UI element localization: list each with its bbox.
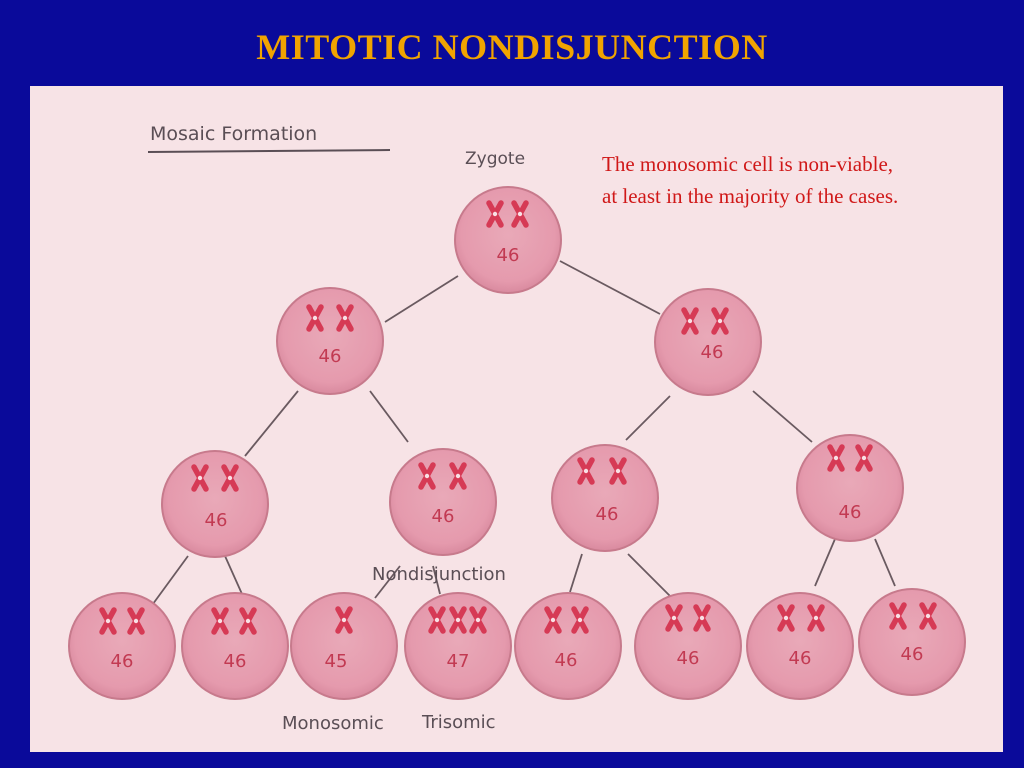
annotation-note: The monosomic cell is non-viable, at lea…: [602, 148, 898, 212]
cell-gen3-5: 46: [514, 592, 622, 700]
diagram-heading: Mosaic Formation: [150, 123, 317, 145]
zygote-cell: 46: [454, 186, 562, 294]
svg-text:46: 46: [205, 510, 228, 531]
svg-text:46: 46: [555, 650, 578, 671]
cell-gen1-right: 46: [654, 288, 762, 396]
note-line-1: The monosomic cell is non-viable,: [602, 152, 894, 176]
svg-text:46: 46: [701, 342, 724, 363]
cell-gen3-8: 46: [858, 588, 966, 696]
svg-text:46: 46: [224, 651, 247, 672]
cell-gen2-1: 46: [161, 450, 269, 558]
nondisjunction-label: Nondisjunction: [372, 564, 506, 585]
svg-text:45: 45: [325, 651, 348, 672]
cell-gen3-1: 46: [68, 592, 176, 700]
svg-text:46: 46: [901, 644, 924, 665]
svg-text:47: 47: [447, 651, 470, 672]
cell-gen3-6: 46: [634, 592, 742, 700]
slide-title: MITOTIC NONDISJUNCTION: [256, 27, 768, 67]
svg-text:46: 46: [319, 346, 342, 367]
monosomic-label: Monosomic: [282, 713, 384, 734]
cell-gen3-7: 46: [746, 592, 854, 700]
trisomic-label: Trisomic: [421, 712, 496, 733]
cell-gen2-3: 46: [551, 444, 659, 552]
heading-underline: [147, 149, 391, 153]
cell-gen3-monosomic: 45: [290, 592, 398, 700]
diagram-panel: Mosaic Formation Zygote 46: [30, 86, 1003, 752]
zygote-label: Zygote: [465, 149, 525, 169]
cell-gen3-2: 46: [181, 592, 289, 700]
cell-gen2-4: 46: [796, 434, 904, 542]
svg-text:46: 46: [432, 506, 455, 527]
svg-text:46: 46: [596, 504, 619, 525]
cell-gen2-2: 46: [389, 448, 497, 556]
mosaic-diagram: Mosaic Formation Zygote 46: [68, 123, 966, 734]
cell-gen1-left: 46: [276, 287, 384, 395]
svg-text:46: 46: [839, 502, 862, 523]
svg-text:46: 46: [111, 651, 134, 672]
svg-text:46: 46: [677, 648, 700, 669]
svg-text:46: 46: [789, 648, 812, 669]
lineage-lines: [149, 260, 896, 609]
cell-gen3-trisomic: 47: [404, 592, 512, 700]
note-line-2: at least in the majority of the cases.: [602, 184, 899, 208]
svg-text:46: 46: [497, 245, 520, 266]
